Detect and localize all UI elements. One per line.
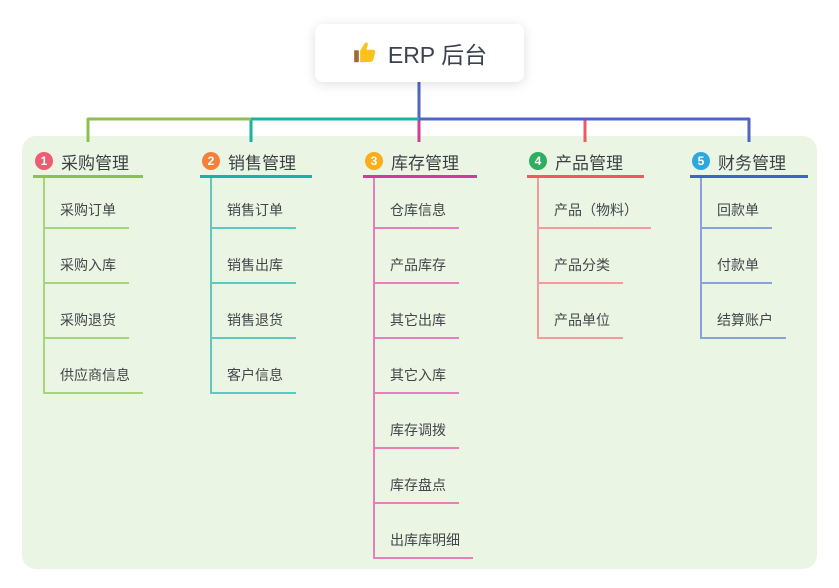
branch-finance-children: 回款单 付款单 结算账户 — [700, 178, 808, 339]
root-node[interactable]: ERP 后台 — [315, 24, 524, 82]
branch-inventory-header[interactable]: 3 库存管理 — [363, 147, 477, 178]
node-item[interactable]: 销售退货 — [212, 284, 296, 339]
branch-purchase-children: 采购订单 采购入库 采购退货 供应商信息 — [43, 178, 143, 394]
node-item[interactable]: 回款单 — [702, 178, 772, 229]
branch-inventory: 3 库存管理 仓库信息 产品库存 其它出库 其它入库 库存调拨 库存盘点 出库库… — [363, 147, 477, 559]
mindmap-background-panel — [22, 136, 817, 569]
node-item[interactable]: 出库库明细 — [375, 504, 473, 559]
branch-sales-header[interactable]: 2 销售管理 — [200, 147, 312, 178]
branch-finance: 5 财务管理 回款单 付款单 结算账户 — [690, 147, 808, 339]
node-item[interactable]: 销售出库 — [212, 229, 296, 284]
node-item[interactable]: 仓库信息 — [375, 178, 459, 229]
node-item[interactable]: 销售订单 — [212, 178, 296, 229]
node-item[interactable]: 付款单 — [702, 229, 772, 284]
branch-finance-header[interactable]: 5 财务管理 — [690, 147, 808, 178]
branch-number-badge: 5 — [692, 152, 710, 170]
branch-inventory-children: 仓库信息 产品库存 其它出库 其它入库 库存调拨 库存盘点 出库库明细 — [373, 178, 477, 559]
node-item[interactable]: 其它入库 — [375, 339, 459, 394]
node-item[interactable]: 产品单位 — [539, 284, 623, 339]
branch-number-badge: 4 — [529, 152, 547, 170]
branch-title: 财务管理 — [718, 153, 786, 173]
node-item[interactable]: 库存调拨 — [375, 394, 459, 449]
node-item[interactable]: 采购入库 — [45, 229, 129, 284]
branch-purchase: 1 采购管理 采购订单 采购入库 采购退货 供应商信息 — [33, 147, 143, 394]
node-item[interactable]: 产品分类 — [539, 229, 623, 284]
node-item[interactable]: 结算账户 — [702, 284, 786, 339]
branch-product: 4 产品管理 产品（物料） 产品分类 产品单位 — [527, 147, 651, 339]
branch-sales: 2 销售管理 销售订单 销售出库 销售退货 客户信息 — [200, 147, 312, 394]
root-node-title: ERP 后台 — [387, 42, 488, 68]
branch-title: 销售管理 — [228, 153, 296, 173]
branch-number-badge: 2 — [202, 152, 220, 170]
node-item[interactable]: 产品（物料） — [539, 178, 651, 229]
branch-product-header[interactable]: 4 产品管理 — [527, 147, 644, 178]
branch-number-badge: 1 — [35, 152, 53, 170]
branch-sales-children: 销售订单 销售出库 销售退货 客户信息 — [210, 178, 312, 394]
branch-title: 产品管理 — [555, 153, 623, 173]
node-item[interactable]: 客户信息 — [212, 339, 296, 394]
branch-number-badge: 3 — [365, 152, 383, 170]
node-item[interactable]: 采购订单 — [45, 178, 129, 229]
branch-title: 库存管理 — [391, 153, 459, 173]
node-item[interactable]: 产品库存 — [375, 229, 459, 284]
node-item[interactable]: 采购退货 — [45, 284, 129, 339]
branch-product-children: 产品（物料） 产品分类 产品单位 — [537, 178, 651, 339]
node-item[interactable]: 供应商信息 — [45, 339, 143, 394]
node-item[interactable]: 其它出库 — [375, 284, 459, 339]
branch-purchase-header[interactable]: 1 采购管理 — [33, 147, 143, 178]
branch-title: 采购管理 — [61, 153, 129, 173]
node-item[interactable]: 库存盘点 — [375, 449, 459, 504]
thumbs-up-icon — [352, 40, 378, 66]
